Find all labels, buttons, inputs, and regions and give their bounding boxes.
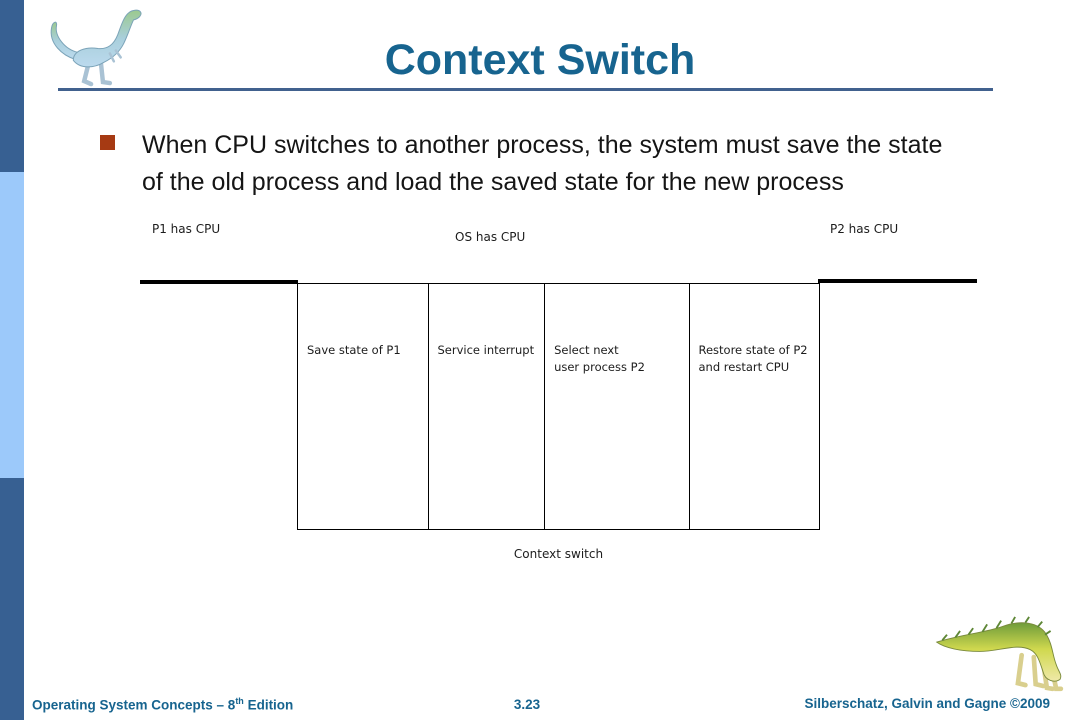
footer-book-sup: th: [235, 696, 244, 706]
box-service-interrupt-line1: Service interrupt: [437, 343, 535, 357]
dinosaur-logo-icon: [50, 9, 142, 87]
timeline-label-p1: P1 has CPU: [152, 222, 221, 236]
context-switch-caption: Context switch: [513, 547, 604, 561]
box-save-state-p1-line1: Save state of P1: [307, 343, 401, 357]
box-service-interrupt: Service interrupt: [429, 284, 546, 529]
footer-book-title: Operating System Concepts – 8th Edition: [32, 696, 293, 713]
dinosaur-image: [935, 616, 1064, 692]
bullet-text-line2: of the old process and load the saved st…: [142, 168, 844, 196]
box-restore-state-p2-line1: Restore state of P2: [698, 343, 808, 357]
footer-credits: Silberschatz, Galvin and Gagne ©2009: [804, 696, 1050, 711]
timeline-label-os: OS has CPU: [455, 230, 526, 244]
bullet-marker: [100, 135, 115, 150]
bullet-text: When CPU switches to another process, th…: [142, 127, 1080, 201]
box-select-next-process: Select next user process P2: [545, 284, 690, 529]
box-restore-state-p2: Restore state of P2 and restart CPU: [690, 284, 820, 529]
page-title: Context Switch: [384, 36, 696, 84]
box-restore-state-p2-line2: and restart CPU: [698, 360, 790, 374]
box-save-state-p1: Save state of P1: [298, 284, 429, 529]
box-select-next-process-line2: user process P2: [554, 360, 645, 374]
footer-book-prefix: Operating System Concepts – 8: [32, 697, 236, 713]
bullet-text-line1: When CPU switches to another process, th…: [142, 131, 943, 159]
p1-timeline-line: [140, 280, 298, 284]
footer-book-suffix: Edition: [243, 697, 294, 713]
title-underline: [58, 88, 993, 91]
timeline-label-p2: P2 has CPU: [830, 222, 899, 236]
box-select-next-process-line1: Select next: [554, 343, 619, 357]
left-accent-bar-light-segment: [0, 172, 24, 478]
footer-page-number: 3.23: [513, 697, 541, 712]
context-switch-boxes: Save state of P1 Service interrupt Selec…: [297, 283, 820, 530]
p2-timeline-line: [818, 279, 977, 283]
